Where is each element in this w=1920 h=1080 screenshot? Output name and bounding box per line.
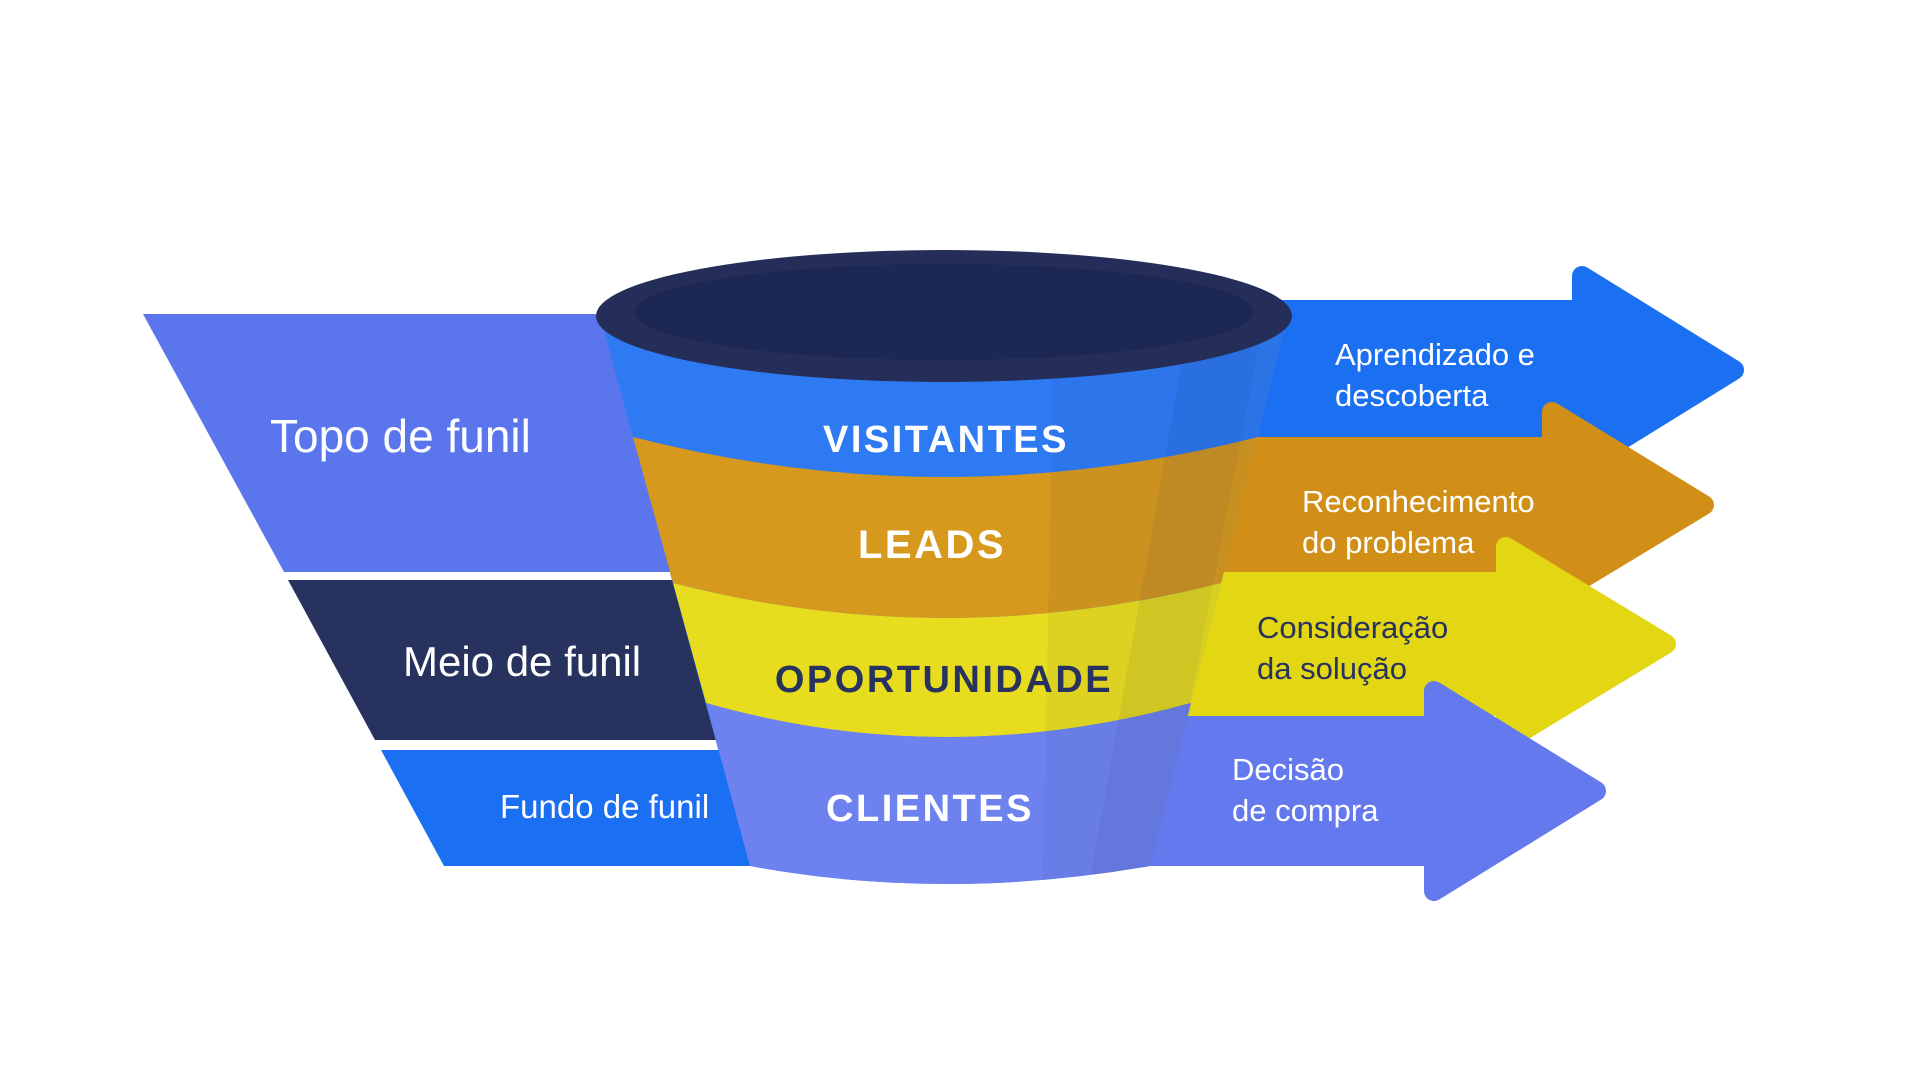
stage-top-of-funnel-shape — [143, 314, 710, 572]
arrow-label-line: Decisão — [1232, 752, 1344, 787]
stage-bottom-of-funnel-shape — [381, 750, 832, 866]
arrow-label-line: do problema — [1302, 525, 1475, 560]
arrow-learning-discovery-label: Aprendizado e descoberta — [1335, 337, 1535, 413]
arrow-solution-consideration-label: Consideração da solução — [1257, 610, 1448, 686]
funnel-label-clientes: CLIENTES — [826, 788, 1034, 830]
arrow-problem-recognition-label: Reconhecimento do problema — [1302, 484, 1535, 560]
funnel-facet-strip — [1042, 316, 1268, 884]
stage-middle-of-funnel-shape — [288, 580, 792, 740]
arrow-purchase-decision-label: Decisão de compra — [1232, 752, 1379, 828]
arrow-label-line: Reconhecimento — [1302, 484, 1535, 519]
stage-top-of-funnel-label: Topo de funil — [270, 410, 531, 462]
stage-bottom-of-funnel-label: Fundo de funil — [500, 788, 709, 825]
funnel-right-edge-shade — [1090, 316, 1288, 884]
funnel-group: VISITANTES LEADS OPORTUNIDADE CLIENTES — [596, 250, 1292, 884]
funnel-leads-band — [633, 437, 1258, 618]
arrow-label-line: da solução — [1257, 651, 1407, 686]
arrow-labels-group: Aprendizado e descoberta Reconhecimento … — [1232, 337, 1535, 828]
funnel-label-leads: LEADS — [858, 523, 1006, 567]
arrow-label-line: de compra — [1232, 793, 1379, 828]
funnel-label-oportunidade: OPORTUNIDADE — [775, 659, 1113, 701]
stage-middle-of-funnel-label: Meio de funil — [403, 638, 641, 685]
funnel-clientes-band — [706, 703, 1191, 884]
funnel-oportunidade-band — [673, 583, 1221, 737]
funnel-facet-shading — [1042, 316, 1288, 884]
arrow-label-line: descoberta — [1335, 378, 1489, 413]
left-stages-group: Topo de funil Meio de funil Fundo de fun… — [143, 314, 832, 866]
funnel-rim-inner — [634, 264, 1254, 360]
arrow-label-line: Consideração — [1257, 610, 1448, 645]
arrow-label-line: Aprendizado e — [1335, 337, 1535, 372]
funnel-label-visitantes: VISITANTES — [823, 419, 1069, 461]
